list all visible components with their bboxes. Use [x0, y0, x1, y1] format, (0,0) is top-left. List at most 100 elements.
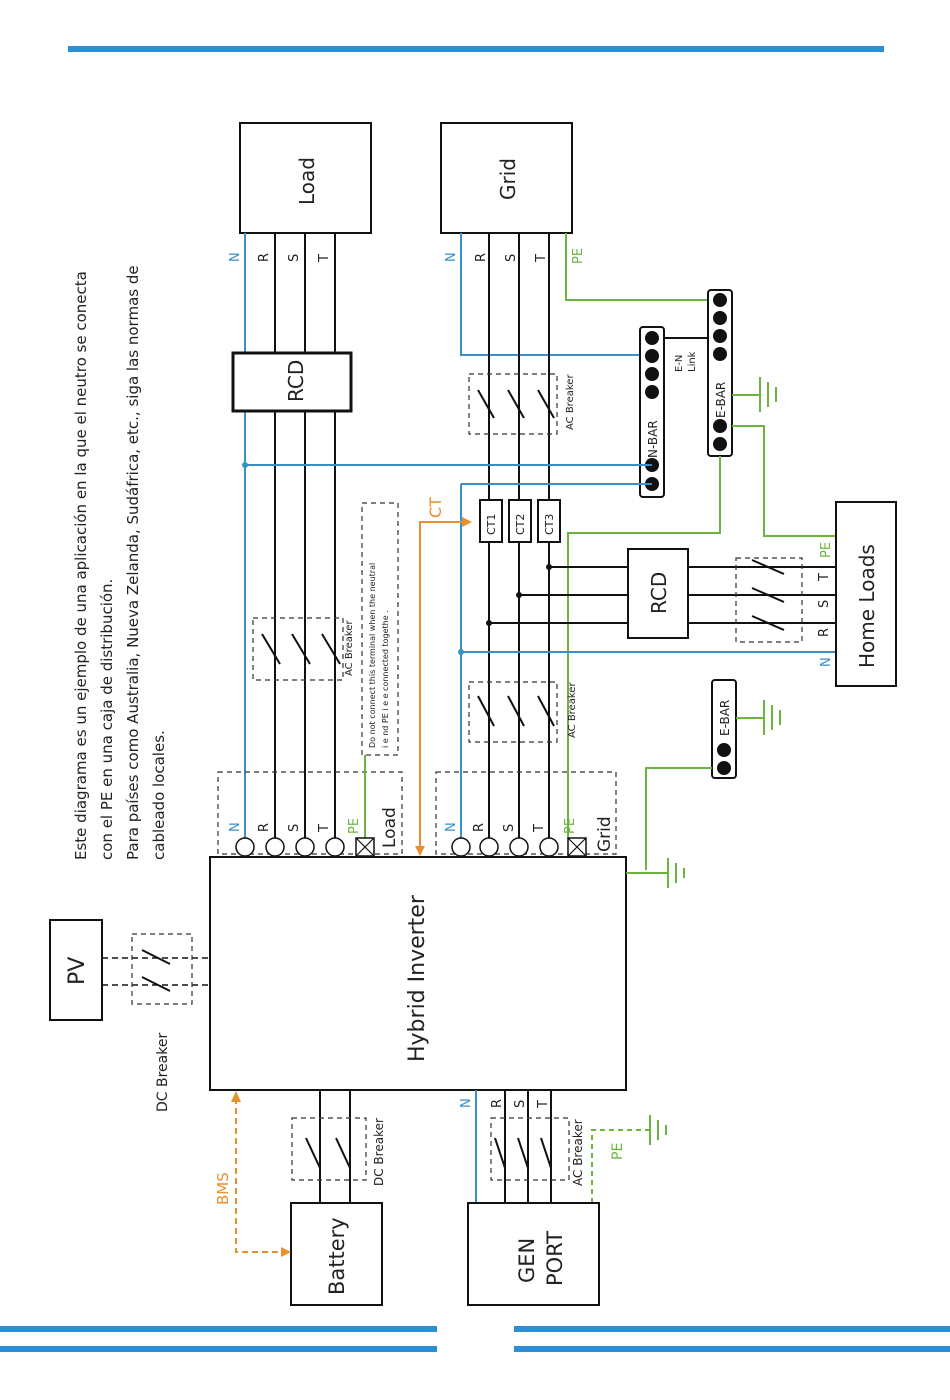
- load-ac-breaker-label: AC Breaker: [344, 620, 355, 676]
- rcd-top-label: RCD: [284, 360, 308, 402]
- ct1-box: [479, 499, 503, 543]
- ct3-label: CT3: [543, 514, 556, 535]
- rcd-home-label: RCD: [647, 572, 671, 614]
- note-box: [361, 502, 399, 756]
- e-n-link-label-2: Link: [687, 351, 698, 372]
- ebar-bottom-to-ground-wire: [645, 767, 712, 870]
- pv-label: PV: [65, 957, 90, 985]
- bms-wire: [235, 1098, 284, 1253]
- gen-r-label: R: [490, 1099, 505, 1108]
- ground-symbol-gen: [645, 1115, 667, 1145]
- footer-bar-top-left: [0, 1326, 437, 1332]
- battery-label: Battery: [325, 1217, 349, 1295]
- ebar-to-homeloads-pe-wire: [732, 425, 836, 537]
- home-loads-label: Home Loads: [855, 544, 879, 668]
- load-terminal-n: [235, 837, 255, 857]
- load-breaker-switch-t: [321, 633, 341, 665]
- bms-label: BMS: [214, 1172, 232, 1205]
- load-terminal-frame: [217, 771, 403, 855]
- gen-n-label: N: [459, 1098, 474, 1108]
- load-terminal-label: Load: [380, 807, 400, 848]
- description-line-3: Para países como Australia, Nueva Zeland…: [124, 265, 142, 860]
- pv-dc-breaker-frame: [131, 933, 193, 1005]
- gen-port-label-line1: GEN: [515, 1238, 539, 1283]
- load-r-label: R: [257, 253, 272, 262]
- footer-bar-bottom-right: [514, 1346, 950, 1352]
- home-pe-label: PE: [819, 542, 834, 558]
- grid-terminal-t: [539, 837, 559, 857]
- load-term-r-label: R: [257, 823, 272, 832]
- load-term-s-label: S: [287, 824, 302, 832]
- load-terminal-r: [265, 837, 285, 857]
- gen-s-label: S: [513, 1100, 528, 1108]
- grid-pe-label: PE: [571, 248, 586, 264]
- ebar-to-grid-pe-wire: [567, 456, 721, 838]
- description-line-4: cableado locales.: [150, 730, 168, 860]
- home-s-label: S: [817, 600, 832, 608]
- grid-terminal-s: [509, 837, 529, 857]
- header-bar: [68, 46, 884, 52]
- grid-terminal-r: [479, 837, 499, 857]
- gen-ac-breaker-label: AC Breaker: [571, 1119, 585, 1186]
- grid-t-label: T: [534, 254, 549, 263]
- ct-label: CT: [426, 497, 445, 518]
- gen-t-label: T: [536, 1100, 551, 1109]
- grid-ac-breaker-top-frame: [468, 373, 558, 435]
- grid-term-r-label: R: [472, 823, 487, 832]
- load-ac-breaker-frame: [252, 617, 344, 681]
- gen-port-box: [467, 1202, 600, 1306]
- load-term-n-label: N: [228, 822, 243, 832]
- hybrid-inverter-box: [209, 856, 627, 1091]
- grid-label: Grid: [496, 158, 520, 200]
- load-terminal-s: [295, 837, 315, 857]
- load-t-label: T: [317, 254, 332, 263]
- description-line-2: con el PE en una caja de distribución.: [98, 579, 116, 860]
- load-label: Load: [295, 157, 319, 205]
- home-ac-breaker-frame: [735, 557, 803, 643]
- note-line-1: Do not connect this terminal when the ne…: [368, 563, 377, 748]
- n-bar-label: N-BAR: [646, 420, 660, 458]
- load-breaker-switch-r: [261, 633, 281, 665]
- grid-n-label: N: [444, 252, 459, 262]
- ct3-box: [537, 499, 561, 543]
- pv-dc-breaker-label: DC Breaker: [155, 1033, 171, 1112]
- grid-s-label: S: [504, 254, 519, 262]
- grid-ac-breaker-bottom-frame: [468, 681, 558, 743]
- e-bar-bottom-label: E-BAR: [718, 700, 732, 736]
- home-r-label: R: [817, 628, 832, 637]
- battery-dc-breaker-label: DC Breaker: [372, 1118, 386, 1186]
- grid-terminal-n: [451, 837, 471, 857]
- rcd-home-box: [627, 548, 689, 639]
- e-bar-top-label: E-BAR: [714, 382, 728, 418]
- home-n-label: N: [819, 657, 834, 667]
- battery-box: [290, 1202, 383, 1306]
- grid-terminal-label: Grid: [595, 816, 615, 852]
- gen-pe-label: PE: [610, 1143, 626, 1160]
- hybrid-inverter-label: Hybrid Inverter: [405, 894, 430, 1062]
- load-term-pe-label: PE: [347, 818, 362, 834]
- ground-symbol-inverter: [626, 858, 685, 888]
- load-terminal-t: [325, 837, 345, 857]
- description-line-1: Este diagrama es un ejemplo de una aplic…: [72, 271, 90, 860]
- grid-term-n-label: N: [444, 822, 459, 832]
- grid-pe-wire: [565, 233, 718, 301]
- gen-pe-wire: [591, 1129, 645, 1203]
- rcd-top-box: [231, 351, 353, 413]
- gen-port-label-line2: PORT: [543, 1231, 567, 1286]
- gen-ac-breaker-frame: [490, 1117, 570, 1181]
- ct2-box: [508, 499, 532, 543]
- load-box: [239, 122, 372, 234]
- load-breaker-switch-s: [291, 633, 311, 665]
- grid-ac-breaker-bottom-label: AC Breaker: [567, 682, 578, 738]
- ct2-label: CT2: [514, 514, 527, 535]
- e-n-link-label-1: E-N: [674, 355, 685, 372]
- ct-signal-wire: [419, 521, 466, 850]
- footer-bar-top-right: [514, 1326, 950, 1332]
- grid-ac-breaker-top-label: AC Breaker: [565, 374, 576, 430]
- ground-symbol-top: [732, 377, 777, 412]
- grid-term-pe-label: PE: [563, 818, 578, 834]
- grid-n-wire-top: [460, 233, 652, 356]
- note-line-2: i e nd PE i e e connected togethe .: [381, 610, 390, 748]
- load-n-label: N: [228, 252, 243, 262]
